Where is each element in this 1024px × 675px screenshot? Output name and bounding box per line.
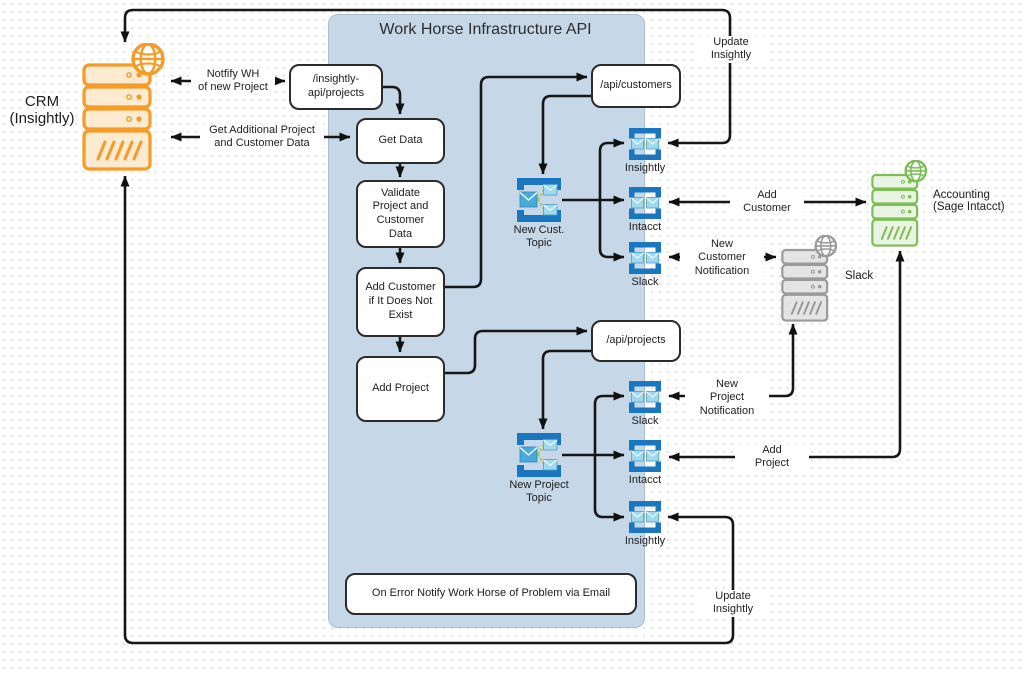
- edge-projtopic-to-insightly: [593, 455, 625, 522]
- node-add-customer-if-not-exist: Add Customer if It Does Not Exist: [356, 267, 445, 337]
- envelope-icon: [646, 252, 659, 264]
- envelope-icon: [519, 191, 538, 208]
- server-slashes: [790, 301, 823, 315]
- node-on-error-email: On Error Notify Work Horse of Problem vi…: [345, 573, 637, 615]
- accounting-label: Accounting (Sage Intacct): [933, 189, 1005, 213]
- topic-label: New Cust. Topic: [513, 224, 565, 250]
- subscription-label: Slack: [631, 276, 659, 288]
- subscription-project-insightly: Insightly: [597, 501, 693, 548]
- topic-new-project: New Project Topic: [494, 433, 584, 505]
- topic-icon: [517, 433, 561, 477]
- subscription-icon: [629, 501, 661, 533]
- node-validate-data: Validate Project and Customer Data: [356, 180, 445, 248]
- subscription-icon: [629, 128, 661, 160]
- edge-label-new-customer-notification: New Customer Notification: [680, 238, 764, 279]
- topic-icon: [517, 178, 561, 222]
- accounting-server-icon: [871, 160, 928, 247]
- subscription-icon: [629, 187, 661, 219]
- envelope-icon: [631, 450, 644, 462]
- envelope-icon: [631, 197, 644, 209]
- envelope-icon: [631, 252, 644, 264]
- edge-add-project: [668, 250, 905, 462]
- node-api-projects: /api/projects: [591, 320, 681, 362]
- topic-label: New Project Topic: [509, 479, 569, 505]
- subscription-label: Slack: [631, 415, 659, 427]
- node-insightly-api-projects: /insightly- api/projects: [289, 64, 383, 110]
- envelope-icon: [543, 204, 558, 216]
- subscription-project-intacct: Intacct: [597, 440, 693, 487]
- envelope-icon: [631, 138, 644, 150]
- edge-apiprojects-to-projtopic: [538, 349, 591, 430]
- subscription-icon: [629, 440, 661, 472]
- subscription-customer-intacct: Intacct: [597, 187, 693, 234]
- edge-update-insightly-top: [120, 8, 732, 148]
- crm-server-icon: [82, 43, 165, 171]
- envelope-icon: [646, 391, 659, 403]
- server-slashes: [96, 140, 143, 161]
- edge-label-notify-wh: Notfify WH of new Project: [191, 68, 275, 95]
- subscription-label: Insightly: [624, 535, 666, 547]
- subscription-icon: [629, 381, 661, 413]
- edge-custtopic-to-slack: [598, 200, 625, 262]
- edge-addproject-to-apiprojects: [445, 326, 588, 375]
- edge-update-insightly-bottom: [120, 175, 735, 645]
- envelope-icon: [646, 450, 659, 462]
- edge-insightlyapi-to-getdata: [383, 85, 405, 115]
- subscription-customer-insightly: Insightly: [597, 128, 693, 175]
- subscription-label: Intacct: [628, 221, 662, 233]
- subscription-label: Intacct: [628, 474, 662, 486]
- globe-icon: [904, 160, 928, 183]
- edge-label-add-customer: Add Customer: [730, 189, 804, 216]
- slack-label: Slack: [845, 270, 874, 282]
- edge-label-new-project-notification: New Project Notification: [685, 378, 769, 419]
- edge-custtopic-to-insightly: [598, 138, 625, 200]
- envelope-icon: [543, 459, 558, 471]
- server-slashes: [880, 226, 913, 240]
- edge-label-update-insightly-top: Update Insightly: [694, 36, 768, 63]
- edge-label-get-additional: Get Additional Project and Customer Data: [200, 124, 324, 151]
- edge-projtopic-to-slack: [593, 391, 625, 455]
- topic-new-customer: New Cust. Topic: [494, 178, 584, 250]
- subscription-customer-slack: Slack: [597, 242, 693, 289]
- subscription-icon: [629, 242, 661, 274]
- node-get-data: Get Data: [356, 118, 445, 164]
- envelope-icon: [631, 511, 644, 523]
- subscription-project-slack: Slack: [597, 381, 693, 428]
- node-api-customers: /api/customers: [591, 64, 681, 108]
- subscription-label: Insightly: [624, 162, 666, 174]
- envelope-icon: [519, 446, 538, 463]
- crm-label: CRM (Insightly): [9, 93, 75, 127]
- envelope-icon: [543, 439, 558, 451]
- edge-addcustomer-to-apicustomers: [445, 72, 588, 289]
- envelope-icon: [646, 138, 659, 150]
- node-add-project: Add Project: [356, 356, 445, 422]
- envelope-icon: [646, 197, 659, 209]
- envelope-icon: [543, 184, 558, 196]
- globe-icon: [131, 43, 165, 76]
- edge-label-update-insightly-bottom: Update Insightly: [696, 590, 770, 617]
- globe-icon: [814, 235, 838, 258]
- slack-server-icon: [781, 235, 838, 322]
- envelope-icon: [646, 511, 659, 523]
- envelope-icon: [631, 391, 644, 403]
- edge-apicustomers-to-custtopic: [538, 94, 591, 175]
- edge-label-add-project: Add Project: [735, 444, 809, 471]
